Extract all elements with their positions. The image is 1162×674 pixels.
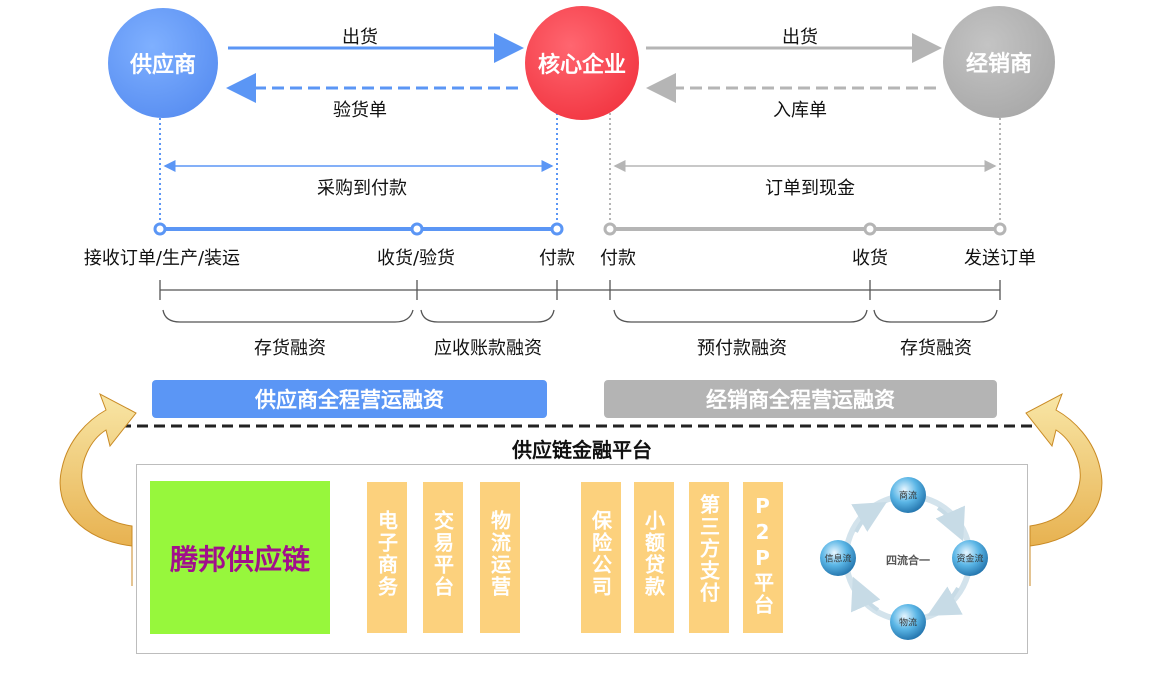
service-third-party-payment: 第三方支付: [689, 482, 729, 633]
finance-receivables: 应收账款融资: [434, 338, 542, 359]
flow-ball-information: [820, 540, 856, 576]
flow-center-label: 四流合一: [886, 554, 930, 567]
service-trading: 交易平台: [423, 482, 463, 633]
brand-name: 腾邦供应链: [169, 542, 310, 576]
finance-prepayment: 预付款融资: [697, 338, 787, 359]
flow-capital-label: 资金流: [956, 554, 984, 565]
service-microloan: 小额贷款: [634, 482, 674, 633]
dealer-label: 经销商: [965, 52, 1032, 77]
supplier-finance-band: 供应商全程营运融资: [152, 380, 547, 418]
core-enterprise-label: 核心企业: [537, 53, 626, 78]
inspection-doc-label: 验货单: [333, 100, 387, 121]
flow-commerce-label: 商流: [898, 491, 918, 502]
flow-ball-capital: [952, 540, 988, 576]
service-p2p: P2P平台: [743, 482, 783, 633]
service-logistics: 物流运营: [480, 482, 520, 633]
flow-ball-logistics: [890, 604, 926, 640]
dealer-node: 经销商: [943, 6, 1055, 118]
milestone-receive-order: 接收订单/生产/装运: [83, 248, 241, 269]
milestone-receive-goods: 收货: [852, 248, 888, 269]
brand-block: 腾邦供应链: [150, 481, 330, 634]
service-insurance: 保险公司: [581, 482, 621, 633]
service-ecommerce: 电子商务: [367, 482, 407, 633]
order-to-cash-label: 订单到现金: [765, 178, 855, 199]
dealer-finance-band: 经销商全程营运融资: [604, 380, 997, 418]
ship-label-right: 出货: [782, 27, 818, 48]
left-curve-arrow: [59, 392, 137, 586]
ship-label-left: 出货: [342, 27, 378, 48]
warehouse-doc-label: 入库单: [773, 100, 827, 121]
supplier-node: 供应商: [108, 8, 218, 118]
four-flows-graphic: [820, 477, 988, 640]
supplier-label: 供应商: [129, 53, 196, 78]
milestone-pay-right: 付款: [600, 248, 636, 269]
platform-title: 供应链金融平台: [512, 438, 652, 462]
purchase-to-pay-label: 采购到付款: [317, 178, 407, 199]
right-curve-arrow: [1025, 392, 1103, 586]
finance-ruler: [159, 280, 1001, 323]
milestone-receive-inspect: 收货/验货: [376, 248, 456, 269]
milestone-send-order: 发送订单: [964, 248, 1036, 269]
finance-inventory-right: 存货融资: [900, 338, 972, 359]
finance-inventory-left: 存货融资: [254, 338, 326, 359]
flow-logistics-label: 物流: [898, 618, 918, 629]
milestone-pay-left: 付款: [539, 248, 575, 269]
flow-information-label: 信息流: [824, 554, 852, 565]
core-enterprise-node: 核心企业: [525, 6, 639, 120]
flow-ball-commerce: [890, 477, 926, 513]
